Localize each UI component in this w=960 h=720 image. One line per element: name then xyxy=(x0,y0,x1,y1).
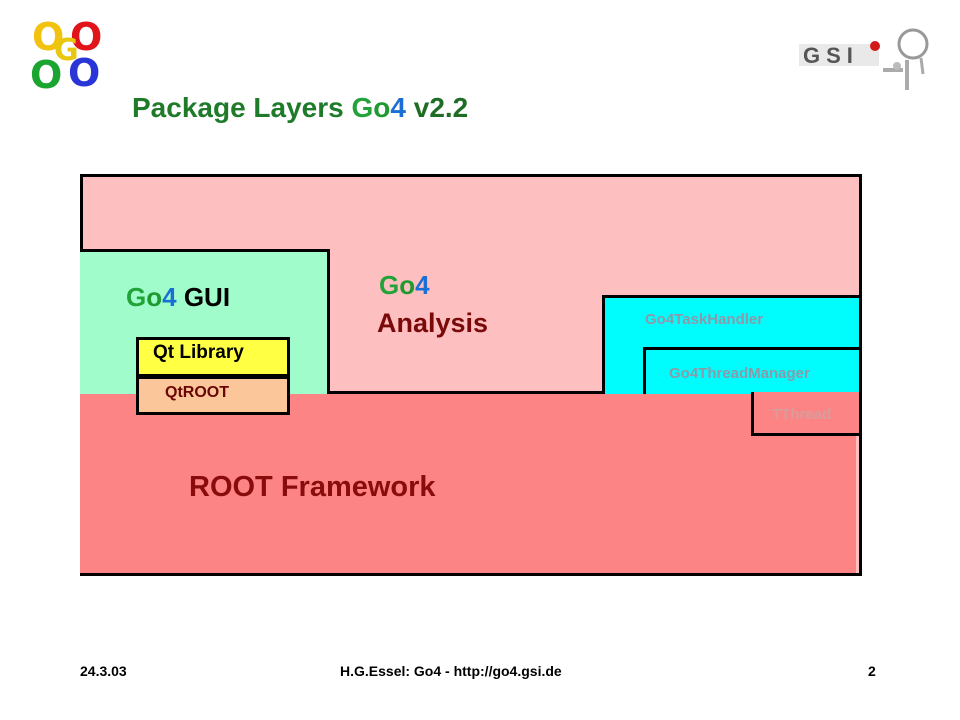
tthread-label: TThread xyxy=(772,406,832,423)
analysis-go4-g: G xyxy=(379,270,400,300)
qtroot-layer xyxy=(136,376,290,415)
footer-page-number: 2 xyxy=(868,663,876,679)
root-framework-label: ROOT Framework xyxy=(189,471,436,503)
title-go4-o: o xyxy=(373,92,391,123)
footer-author-url: H.G.Essel: Go4 - http://go4.gsi.de xyxy=(340,663,562,679)
go4-gui-label: Go4 GUI xyxy=(126,282,230,313)
gui-label-rest: GUI xyxy=(176,282,231,312)
gui-go4-4: 4 xyxy=(162,282,177,312)
title-prefix: Package Layers xyxy=(132,92,352,123)
go4-logo: O O G O O xyxy=(30,18,110,94)
analysis-go4-label: Go4 xyxy=(379,270,430,301)
qtroot-label: QtROOT xyxy=(165,384,229,401)
threadmanager-label: Go4ThreadManager xyxy=(669,365,810,382)
go4-threadmanager-layer xyxy=(643,347,859,394)
logo-letter-o-blue: O xyxy=(68,51,101,95)
title-go4-g: G xyxy=(351,92,374,123)
root-framework-layer xyxy=(80,391,856,573)
logo-letter-o-yellow: O xyxy=(32,15,65,59)
qt-library-label: Qt Library xyxy=(153,342,244,363)
gui-go4-g: G xyxy=(126,282,147,312)
analysis-go4-o: o xyxy=(399,270,416,300)
footer-date: 24.3.03 xyxy=(80,663,127,679)
title-go4-4: 4 xyxy=(390,92,406,123)
analysis-go4-4: 4 xyxy=(415,270,430,300)
tthread-layer xyxy=(751,392,859,436)
gsi-logo-text: GSI xyxy=(803,43,859,68)
gsi-logo-graphic: GSI xyxy=(799,28,929,90)
title-version: v2.2 xyxy=(405,92,469,123)
qt-library-layer xyxy=(136,337,290,377)
logo-letter-o-green: O xyxy=(30,53,63,97)
analysis-label: Analysis xyxy=(377,308,489,338)
logo-letter-o-red: O xyxy=(70,15,103,59)
logo-letter-g: G xyxy=(54,33,79,68)
taskhandler-label: Go4TaskHandler xyxy=(645,311,764,328)
page-title: Package Layers Go4 v2.2 xyxy=(132,92,468,124)
gsi-logo: GSI xyxy=(795,18,935,96)
gui-go4-o: o xyxy=(146,282,163,312)
